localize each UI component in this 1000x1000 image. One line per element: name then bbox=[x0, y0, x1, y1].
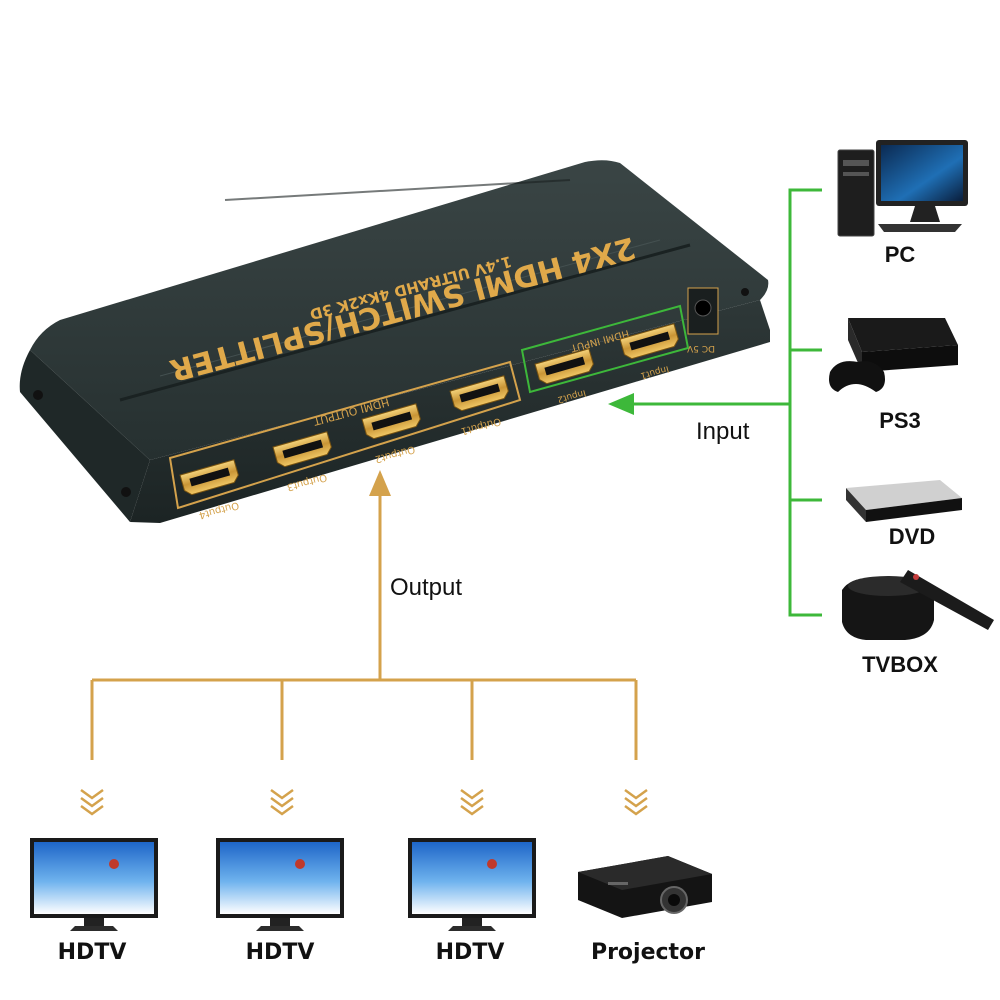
source-label-pc: PC bbox=[884, 242, 916, 267]
screw-icon bbox=[121, 487, 131, 497]
power-label: DC 5V bbox=[686, 343, 715, 353]
source-label-ps3: PS3 bbox=[879, 408, 921, 433]
output-port-group bbox=[168, 360, 522, 510]
output-port bbox=[272, 431, 332, 468]
output-port bbox=[361, 403, 421, 440]
chevron-down-icon bbox=[460, 788, 484, 816]
screw-icon bbox=[741, 288, 749, 296]
input-port-group bbox=[520, 304, 690, 394]
hdtv-icon bbox=[30, 838, 158, 931]
device-groove bbox=[159, 239, 661, 377]
projector-icon bbox=[578, 856, 712, 918]
chevron-down-icon bbox=[270, 788, 294, 816]
dc-jack-socket-icon bbox=[694, 299, 712, 317]
input-port bbox=[534, 348, 594, 385]
device-front-face bbox=[130, 300, 770, 523]
source-label-dvd: DVD bbox=[888, 524, 936, 549]
input-flow-label: Input bbox=[696, 418, 750, 445]
device-groove bbox=[119, 243, 691, 402]
output-flow-label: Output bbox=[390, 574, 463, 601]
display-label-projector: Projector bbox=[590, 940, 706, 965]
device-left-side bbox=[19, 350, 150, 522]
device-top-face bbox=[30, 160, 769, 460]
screw-icon bbox=[33, 390, 43, 400]
chevron-down-icon bbox=[80, 788, 104, 816]
source-label-tvbox: TVBOX bbox=[862, 652, 938, 677]
pc-icon bbox=[837, 140, 968, 237]
display-label-hdtv-1: HDTV bbox=[57, 940, 127, 965]
ps3-console-icon bbox=[829, 318, 958, 392]
display-label-hdtv-2: HDTV bbox=[245, 940, 315, 965]
device-groove bbox=[224, 179, 571, 201]
display-label-hdtv-3: HDTV bbox=[435, 940, 505, 965]
input-arrow-icon bbox=[608, 393, 634, 415]
input-port bbox=[619, 323, 679, 360]
tv-box-icon bbox=[842, 570, 994, 640]
output-arrow-icon bbox=[369, 470, 391, 496]
hdtv-icon bbox=[216, 838, 344, 931]
chevron-down-icon bbox=[624, 788, 648, 816]
output-port bbox=[179, 459, 239, 496]
dvd-player-icon bbox=[846, 480, 962, 522]
hdtv-icon bbox=[408, 838, 536, 931]
output-connector-lines bbox=[90, 494, 638, 760]
input-connector-lines bbox=[628, 188, 822, 617]
output-port bbox=[449, 375, 509, 412]
hdmi-switch-device: 2X4 HDMI SWITCH/SPLITTER 1.4V ULTRAHD 4K… bbox=[19, 160, 770, 523]
